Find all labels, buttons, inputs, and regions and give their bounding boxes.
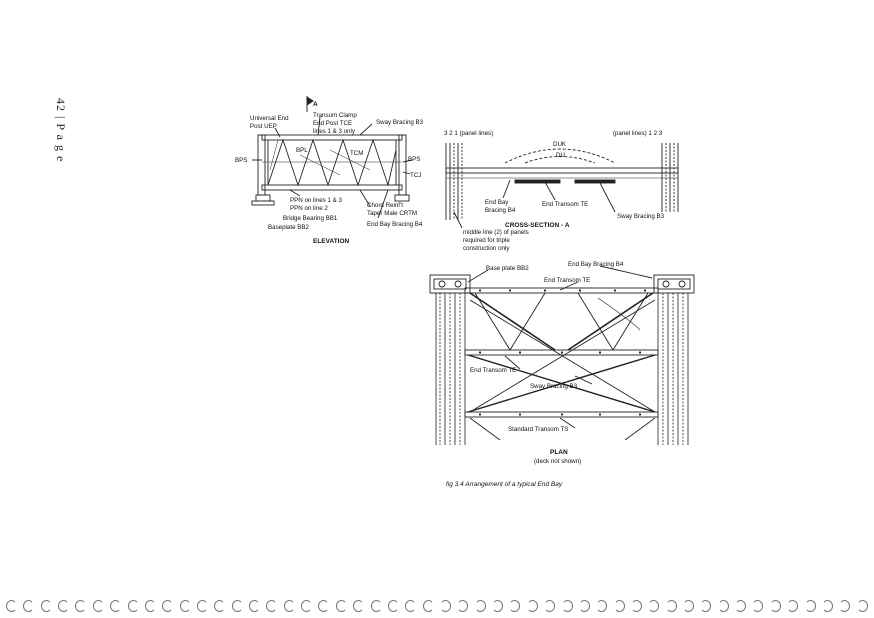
binding-ring: [353, 600, 365, 612]
binding-ring: [821, 600, 833, 612]
label-post-uep: Post UEP: [250, 123, 277, 130]
binding-ring: [179, 600, 191, 612]
binding-ring: [613, 600, 625, 612]
label-middle-line-3: construction only: [463, 245, 510, 252]
binding-ring: [457, 600, 469, 612]
label-end-bay-bracing-plan: End Bay Bracing B4: [568, 261, 624, 268]
binding-ring: [301, 600, 313, 612]
binding-ring: [787, 600, 799, 612]
label-bridge-bearing: Bridge Bearing BB1: [283, 215, 338, 222]
binding-ring: [752, 600, 764, 612]
binding-ring: [630, 600, 642, 612]
section-a-marker: A: [313, 101, 318, 108]
cross-section-labels: 3 2 1 (panel lines) (panel lines) 1 2 3 …: [444, 130, 665, 252]
binding-ring: [318, 600, 330, 612]
label-tcj: TCJ: [410, 172, 421, 179]
label-end-bay-cs-1: End Bay: [485, 199, 509, 206]
elevation-title: ELEVATION: [313, 238, 350, 245]
label-baseplate: Baseplate BB2: [268, 224, 309, 231]
binding-ring: [58, 600, 70, 612]
binding-ring: [144, 600, 156, 612]
binding-ring: [596, 600, 608, 612]
label-bps-left: BPS: [235, 157, 247, 164]
label-lines-1-3: lines 1 & 3 only: [313, 128, 356, 135]
label-taper-male: Taper Male CRTM: [367, 210, 417, 217]
binding-ring: [561, 600, 573, 612]
label-panel-lines-left: 3 2 1 (panel lines): [444, 130, 493, 137]
plan-subtitle: (deck not shown): [534, 458, 581, 465]
figure-caption: fig 3.4 Arrangement of a typical End Bay: [446, 481, 563, 488]
binding-ring: [214, 600, 226, 612]
binding-ring: [283, 600, 295, 612]
label-end-transom-cs: End Transom TE: [542, 201, 588, 208]
label-ppn-lines: PPN on lines 1 & 3: [290, 197, 342, 204]
label-end-post: End Post TCE: [313, 120, 352, 127]
label-base-plate: Base plate BB2: [486, 265, 529, 272]
binding-ring: [856, 600, 868, 612]
binding-ring: [127, 600, 139, 612]
cross-section-drawing: [445, 143, 679, 229]
label-end-transom-plan-mid: End Transom TE: [470, 367, 516, 374]
binding-ring: [231, 600, 243, 612]
label-sway-bracing-plan: Sway Bracing B3: [530, 383, 578, 390]
label-ppn-line2: PPN on line 2: [290, 205, 328, 212]
binding-ring: [370, 600, 382, 612]
binding-ring: [492, 600, 504, 612]
binding-ring: [526, 600, 538, 612]
binding-rings: [6, 597, 868, 615]
plan-title: PLAN: [550, 449, 568, 456]
binding-ring: [665, 600, 677, 612]
label-bpl: BPL: [296, 147, 308, 154]
binding-ring: [335, 600, 347, 612]
label-sway-bracing-cs: Sway Bracing B3: [617, 213, 665, 220]
binding-ring: [110, 600, 122, 612]
binding-ring: [162, 600, 174, 612]
label-middle-line-2: required for triple: [463, 237, 510, 244]
binding-ring: [544, 600, 556, 612]
label-end-bay-bracing-elev: End Bay Bracing B4: [367, 221, 423, 228]
label-standard-transom: Standard Transom TS: [508, 426, 568, 433]
label-transom-clamp: Transom Clamp: [313, 112, 357, 119]
plan-drawing: [429, 265, 695, 445]
binding-ring: [700, 600, 712, 612]
binding-ring: [6, 600, 17, 612]
label-universal-end: Universal End: [250, 115, 289, 122]
binding-ring: [405, 600, 417, 612]
label-duk: DUK: [553, 141, 567, 148]
label-panel-lines-right: (panel lines) 1 2 3: [613, 130, 663, 137]
binding-ring: [509, 600, 521, 612]
binding-ring: [578, 600, 590, 612]
binding-ring: [387, 600, 399, 612]
binding-ring: [40, 600, 52, 612]
binding-ring: [92, 600, 104, 612]
elevation-drawing: [251, 96, 413, 219]
label-end-transom-plan-top: End Transom TE: [544, 277, 590, 284]
binding-ring: [23, 600, 35, 612]
binding-ring: [648, 600, 660, 612]
label-du: DU: [556, 152, 565, 159]
binding-ring: [735, 600, 747, 612]
binding-ring: [769, 600, 781, 612]
binding-ring: [839, 600, 851, 612]
binding-ring: [439, 600, 451, 612]
label-chord-reinf: Chord Reinf't: [367, 202, 403, 209]
label-bps-right: BPS: [408, 156, 420, 163]
binding-ring: [717, 600, 729, 612]
binding-ring: [422, 600, 434, 612]
binding-ring: [75, 600, 87, 612]
label-sway-bracing-elev: Sway Bracing B3: [376, 119, 424, 126]
plan-labels: Base plate BB2 End Bay Bracing B4 End Tr…: [470, 261, 624, 465]
elevation-labels: A Transom Clamp End Post TCE lines 1 & 3…: [235, 101, 424, 245]
binding-ring: [196, 600, 208, 612]
cross-section-title: CROSS-SECTION - A: [505, 222, 570, 229]
binding-ring: [683, 600, 695, 612]
binding-ring: [804, 600, 816, 612]
binding-ring: [474, 600, 486, 612]
label-middle-line-1: middle line (2) of panels: [463, 229, 529, 236]
label-end-bay-cs-2: Bracing B4: [485, 207, 516, 214]
binding-ring: [249, 600, 261, 612]
label-tcm: TCM: [350, 150, 363, 157]
binding-ring: [266, 600, 278, 612]
